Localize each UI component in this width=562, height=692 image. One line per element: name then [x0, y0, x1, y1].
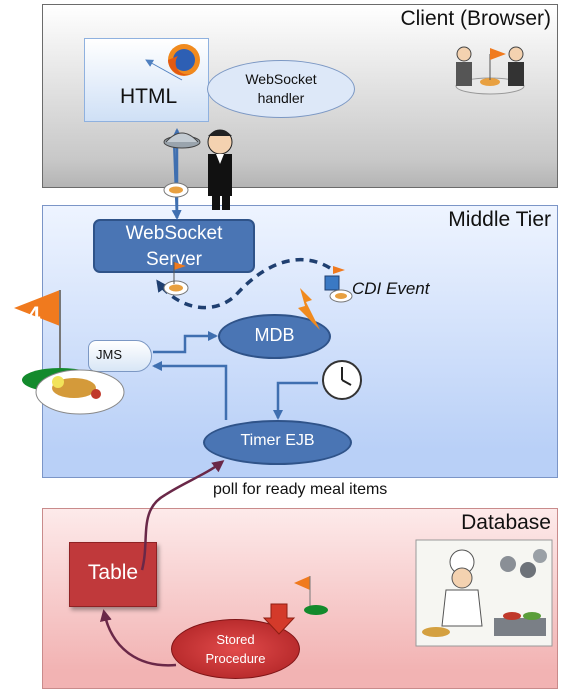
lightning-icon — [298, 288, 320, 330]
meal-plate-icon — [163, 262, 189, 296]
diners-icon — [455, 46, 525, 95]
mdb-node — [218, 314, 331, 359]
poll-edge-label: poll for ready meal items — [213, 481, 388, 498]
stored-to-table-arrow — [99, 609, 177, 667]
meal-plate-icon — [163, 182, 189, 198]
chef-kitchen-icon — [415, 539, 553, 647]
meal-plate-icon — [324, 266, 353, 303]
waiter-icon — [163, 129, 233, 210]
timer-to-jms-arrow — [152, 361, 228, 420]
middle-tier-title: Middle Tier — [448, 208, 551, 231]
jms-to-mdb-arrow — [153, 331, 218, 354]
down-arrow-icon — [262, 603, 296, 635]
jms-label: JMS — [96, 347, 122, 362]
database-tier-title: Database — [461, 511, 551, 534]
client-tier-title: Client (Browser) — [400, 7, 551, 30]
timer-ejb-node — [203, 420, 352, 465]
jms-queue-node — [88, 340, 152, 372]
order-flag-icon — [294, 576, 328, 615]
table-node — [69, 542, 157, 607]
mdb-label: MDB — [254, 325, 295, 345]
html-label: HTML — [120, 85, 178, 108]
websocket-handler-node — [207, 60, 355, 118]
cdi-event-arrow — [156, 258, 331, 310]
clock-to-timer-arrow — [273, 381, 318, 420]
table-label: Table — [87, 561, 139, 584]
poll-arrow — [140, 460, 225, 571]
websocket-handler-label: WebSocket handler — [245, 71, 317, 106]
clock-icon — [322, 360, 362, 400]
timer-ejb-label: Timer EJB — [240, 432, 315, 449]
order-flag-icon — [14, 290, 125, 415]
websocket-server-label: WebSocket Server — [125, 223, 223, 270]
html-internal-arrow — [145, 59, 183, 81]
client-to-server-arrow — [171, 139, 182, 220]
cdi-event-label: CDI Event — [352, 279, 430, 298]
order-flag-number: 4 — [28, 302, 41, 327]
firefox-icon — [168, 44, 200, 76]
stored-procedure-label: Stored Procedure — [205, 632, 266, 666]
